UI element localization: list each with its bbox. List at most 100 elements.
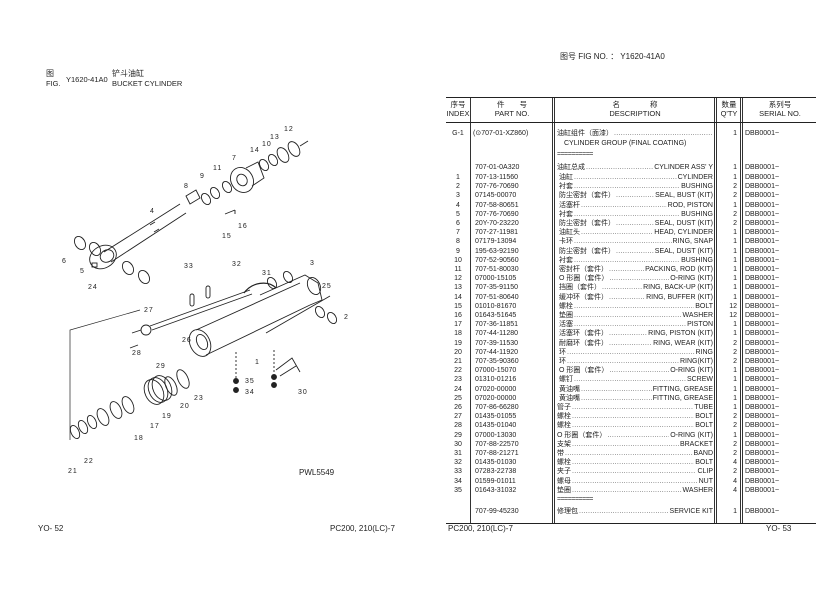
desc-en: FITTING, GREASE xyxy=(652,394,713,402)
row-part-no: 01435-01055 xyxy=(475,413,517,421)
row-description: 油缸总成 CYLINDER ASS' Y xyxy=(557,163,713,172)
row-part-no: 707-76-70690 xyxy=(475,183,519,191)
row-qty: 12 xyxy=(729,312,737,319)
desc-en: RING, BUFFER (KIT) xyxy=(646,293,713,301)
row-qty: 1 xyxy=(733,247,737,255)
callout-31: 31 xyxy=(262,270,272,277)
row-index: 14 xyxy=(454,293,462,301)
row-serial: DBB0001~ xyxy=(745,220,780,227)
row-description: 螺栓 BOLT xyxy=(557,458,713,467)
diagram-code: PWL5549 xyxy=(299,468,335,477)
desc-en: RING, WEAR (KIT) xyxy=(653,339,713,347)
row-part-no: 01643-51645 xyxy=(475,312,517,319)
table-header: 序号 INDEX 件 号 PART NO. 名 称 DESCRIPTION 数量… xyxy=(446,97,816,123)
row-index: 24 xyxy=(454,385,462,393)
callout-19: 19 xyxy=(162,413,172,420)
callout-29: 29 xyxy=(156,363,166,370)
row-part-no: 707-76-70690 xyxy=(475,210,519,218)
row-serial: DBB0001~ xyxy=(745,477,780,485)
desc-en: WASHER xyxy=(682,312,713,319)
row-index: G-1 xyxy=(452,130,464,137)
row-index: 9 xyxy=(456,247,460,255)
row-part-no: (⊙707-01-XZ860) xyxy=(473,130,529,137)
desc-cn: 油缸头 xyxy=(559,229,580,237)
row-serial: DBB0001~ xyxy=(745,413,780,421)
row-part-no: 07000-15105 xyxy=(475,275,517,283)
row-qty: 1 xyxy=(733,238,737,246)
part-dust-seal-9 xyxy=(209,186,221,200)
desc-en: O-RING (KIT) xyxy=(670,275,713,283)
table-row-group: G-1 (⊙707-01-XZ860) 油缸组件（面漆） 1 DBB0001~ xyxy=(446,129,816,138)
fig-number-right: 图号 FIG NO. ： Y1620-41A0 xyxy=(560,52,665,61)
header-part: 件 号 PART NO. xyxy=(472,100,552,118)
row-index: 28 xyxy=(454,422,462,430)
desc-en: BOLT xyxy=(695,459,713,467)
row-description: 衬套BUSHING xyxy=(557,256,713,265)
page-number-left: YO- 52 xyxy=(38,524,64,533)
header-index: 序号 INDEX xyxy=(446,100,470,118)
desc-cn: 螺钉 xyxy=(559,376,573,384)
callout-11: 11 xyxy=(213,165,222,172)
row-description: 衬套BUSHING xyxy=(557,182,713,191)
row-serial: DBB0001~ xyxy=(745,440,780,448)
row-index: 7 xyxy=(456,229,460,237)
desc-cn: 黄油嘴 xyxy=(559,385,580,393)
desc-en: BUSHING xyxy=(681,210,713,218)
figure-title-cn: 铲斗油缸 xyxy=(112,69,144,78)
desc-en: BOLT xyxy=(695,302,713,310)
row-description: 油缸组件（面漆） xyxy=(557,129,713,138)
row-description: 螺栓BOLT xyxy=(557,421,713,430)
desc-cn: O 形圈（套件） xyxy=(559,367,609,375)
desc-cn: 螺栓 xyxy=(557,459,571,467)
desc-cn: O 形圈（套件） xyxy=(559,275,609,283)
fig-label-en: FIG. xyxy=(46,79,61,88)
callout-15: 15 xyxy=(222,233,232,240)
row-qty: 2 xyxy=(733,348,737,356)
row-part-no: 707-44-11920 xyxy=(475,348,519,356)
page-number-right: YO- 53 xyxy=(766,524,792,533)
desc-en: HEAD, CYLINDER xyxy=(654,229,713,237)
desc-cn: 衬套 xyxy=(559,210,573,218)
parts-table: 序号 INDEX 件 号 PART NO. 名 称 DESCRIPTION 数量… xyxy=(446,97,816,524)
row-description: 卡环RING, SNAP xyxy=(557,237,713,246)
row-index: 35 xyxy=(454,486,462,494)
row-part-no: 707-13-11560 xyxy=(475,174,519,181)
row-index: 2 xyxy=(456,183,460,191)
part-cylinder-head xyxy=(230,161,265,193)
callout-12: 12 xyxy=(284,126,294,133)
row-part-no: 01010-81670 xyxy=(475,302,517,310)
desc-en: BOLT xyxy=(695,422,713,430)
row-description: 油缸CYLINDER xyxy=(557,173,713,182)
row-description: 防尘密封（套件）SEAL, DUST (KIT) xyxy=(557,247,713,256)
row-part-no: 07000-15070 xyxy=(475,367,517,375)
row-part-no: 707-51-80030 xyxy=(475,266,519,273)
desc-en: FITTING, GREASE xyxy=(652,385,713,393)
row-part-no: 707-36-11851 xyxy=(475,321,519,329)
row-qty: 1 xyxy=(733,385,737,393)
row-serial: DBB0001~ xyxy=(745,367,780,375)
row-qty: 1 xyxy=(733,431,737,439)
row-index: 19 xyxy=(454,339,462,347)
row-qty: 1 xyxy=(733,201,737,209)
row-qty: 1 xyxy=(733,275,737,283)
row-qty: 1 xyxy=(733,256,737,264)
row-serial: DBB0001~ xyxy=(745,192,780,200)
callout-1: 1 xyxy=(255,359,260,366)
callout-2: 2 xyxy=(344,314,349,321)
callout-22: 22 xyxy=(84,458,94,465)
row-serial: DBB0001~ xyxy=(745,130,780,137)
row-index: 1 xyxy=(456,174,460,181)
row-qty: 12 xyxy=(729,302,737,310)
part-bushing-10 xyxy=(267,153,279,167)
desc-cn: 螺栓 xyxy=(557,413,571,421)
